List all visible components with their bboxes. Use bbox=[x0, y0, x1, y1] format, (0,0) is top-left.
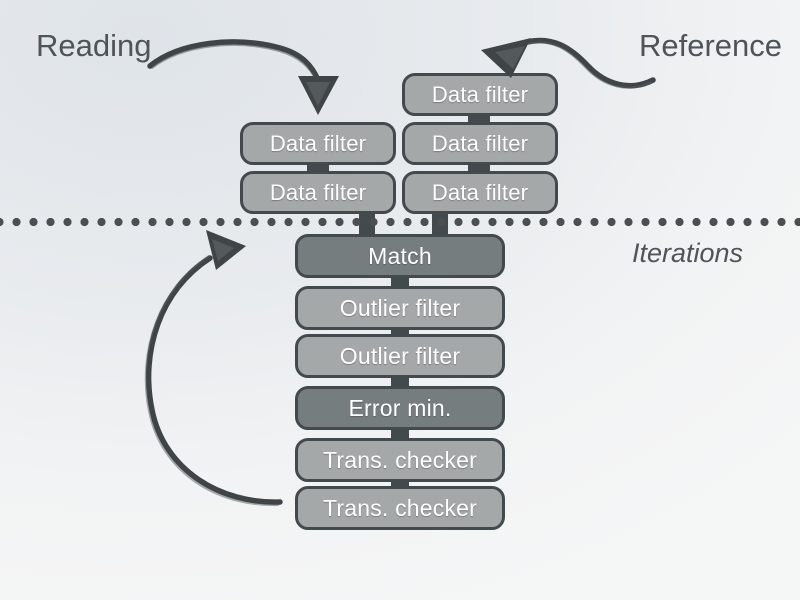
box-reading-data-filter-2[interactable]: Data filter bbox=[240, 171, 396, 214]
box-label: Data filter bbox=[431, 179, 529, 205]
iterations-dotted-divider bbox=[0, 218, 800, 226]
box-label: Data filter bbox=[269, 179, 367, 205]
box-label: Trans. checker bbox=[322, 494, 478, 521]
box-label: Outlier filter bbox=[339, 342, 461, 369]
box-reference-data-filter-3[interactable]: Data filter bbox=[402, 171, 558, 214]
iteration-loop-arrow bbox=[144, 230, 283, 507]
label-reference: Reference bbox=[639, 28, 783, 63]
box-iterations-outlier-filter-1[interactable]: Outlier filter bbox=[295, 286, 505, 330]
box-label: Error min. bbox=[348, 394, 452, 421]
box-iterations-match[interactable]: Match bbox=[295, 234, 505, 278]
box-label: Match bbox=[368, 242, 432, 269]
box-label: Data filter bbox=[431, 81, 529, 107]
reading-inflow-arrow bbox=[147, 39, 339, 115]
box-reading-data-filter-1[interactable]: Data filter bbox=[240, 122, 396, 165]
label-iterations: Iterations bbox=[632, 238, 744, 268]
label-reading: Reading bbox=[36, 28, 152, 63]
box-iterations-trans-checker-1[interactable]: Trans. checker bbox=[295, 438, 505, 482]
box-iterations-trans-checker-2[interactable]: Trans. checker bbox=[295, 486, 505, 530]
box-iterations-error-min[interactable]: Error min. bbox=[295, 386, 505, 430]
box-label: Trans. checker bbox=[322, 446, 478, 473]
box-label: Data filter bbox=[431, 130, 529, 156]
box-reference-data-filter-2[interactable]: Data filter bbox=[402, 122, 558, 165]
box-reference-data-filter-1[interactable]: Data filter bbox=[402, 73, 558, 116]
box-label: Data filter bbox=[269, 130, 367, 156]
box-iterations-outlier-filter-2[interactable]: Outlier filter bbox=[295, 334, 505, 378]
box-label: Outlier filter bbox=[339, 294, 461, 321]
